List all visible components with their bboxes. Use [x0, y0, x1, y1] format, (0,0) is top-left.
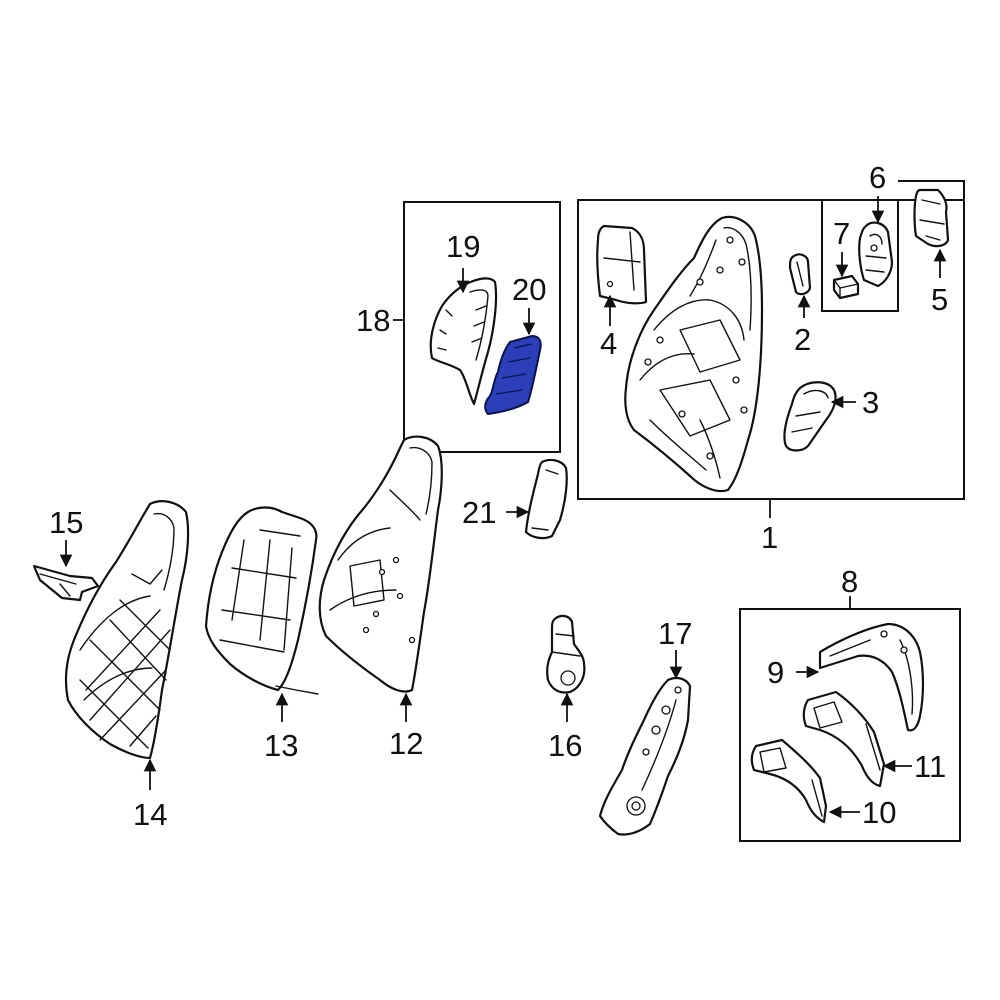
part-17-side-bracket[interactable] — [598, 676, 692, 836]
group-box-18 — [403, 201, 561, 453]
part-15[interactable] — [32, 564, 100, 602]
part-9[interactable] — [818, 622, 925, 732]
part-7[interactable] — [832, 274, 860, 300]
callout-14: 14 — [133, 797, 167, 832]
part-3[interactable] — [783, 381, 837, 452]
part-16[interactable] — [546, 614, 586, 694]
leader-lines — [59, 196, 947, 819]
part-1-backrest-frame[interactable] — [624, 215, 764, 493]
part-21[interactable] — [524, 458, 568, 540]
part-20-highlighted[interactable] — [484, 335, 542, 415]
callout-20: 20 — [512, 272, 546, 307]
part-10[interactable] — [750, 738, 828, 824]
part-13-heater-frame[interactable] — [204, 506, 319, 695]
callout-19: 19 — [446, 229, 480, 264]
part-11[interactable] — [802, 690, 886, 788]
callout-5: 5 — [931, 282, 948, 317]
callout-7: 7 — [833, 216, 850, 251]
callout-16: 16 — [548, 728, 582, 763]
group-box-5 — [898, 180, 965, 230]
group-box-1 — [577, 199, 965, 500]
callout-6: 6 — [869, 160, 886, 195]
callout-18: 18 — [356, 303, 390, 338]
callout-12: 12 — [389, 726, 423, 761]
callout-10: 10 — [862, 795, 896, 830]
callout-17: 17 — [658, 616, 692, 651]
callout-3: 3 — [862, 385, 879, 420]
callout-21: 21 — [462, 495, 496, 530]
part-4[interactable] — [596, 224, 648, 305]
part-12-backrest-cushion[interactable] — [318, 435, 443, 693]
group-box-6-7 — [821, 200, 899, 312]
callout-11: 11 — [914, 749, 946, 784]
part-5[interactable] — [913, 188, 950, 248]
part-14-backrest-cover[interactable] — [64, 500, 190, 760]
callout-9: 9 — [767, 655, 784, 690]
callout-8: 8 — [841, 564, 858, 599]
callout-2: 2 — [794, 322, 811, 357]
callout-labels: 19 20 18 4 2 3 6 7 5 1 21 15 14 13 12 16… — [49, 160, 948, 832]
part-6[interactable] — [858, 221, 894, 288]
callout-13: 13 — [264, 728, 298, 763]
part-19-cover[interactable] — [429, 277, 498, 406]
callout-1: 1 — [761, 520, 778, 555]
callout-4: 4 — [600, 326, 617, 361]
part-2[interactable] — [788, 253, 812, 296]
callout-15: 15 — [49, 505, 83, 540]
